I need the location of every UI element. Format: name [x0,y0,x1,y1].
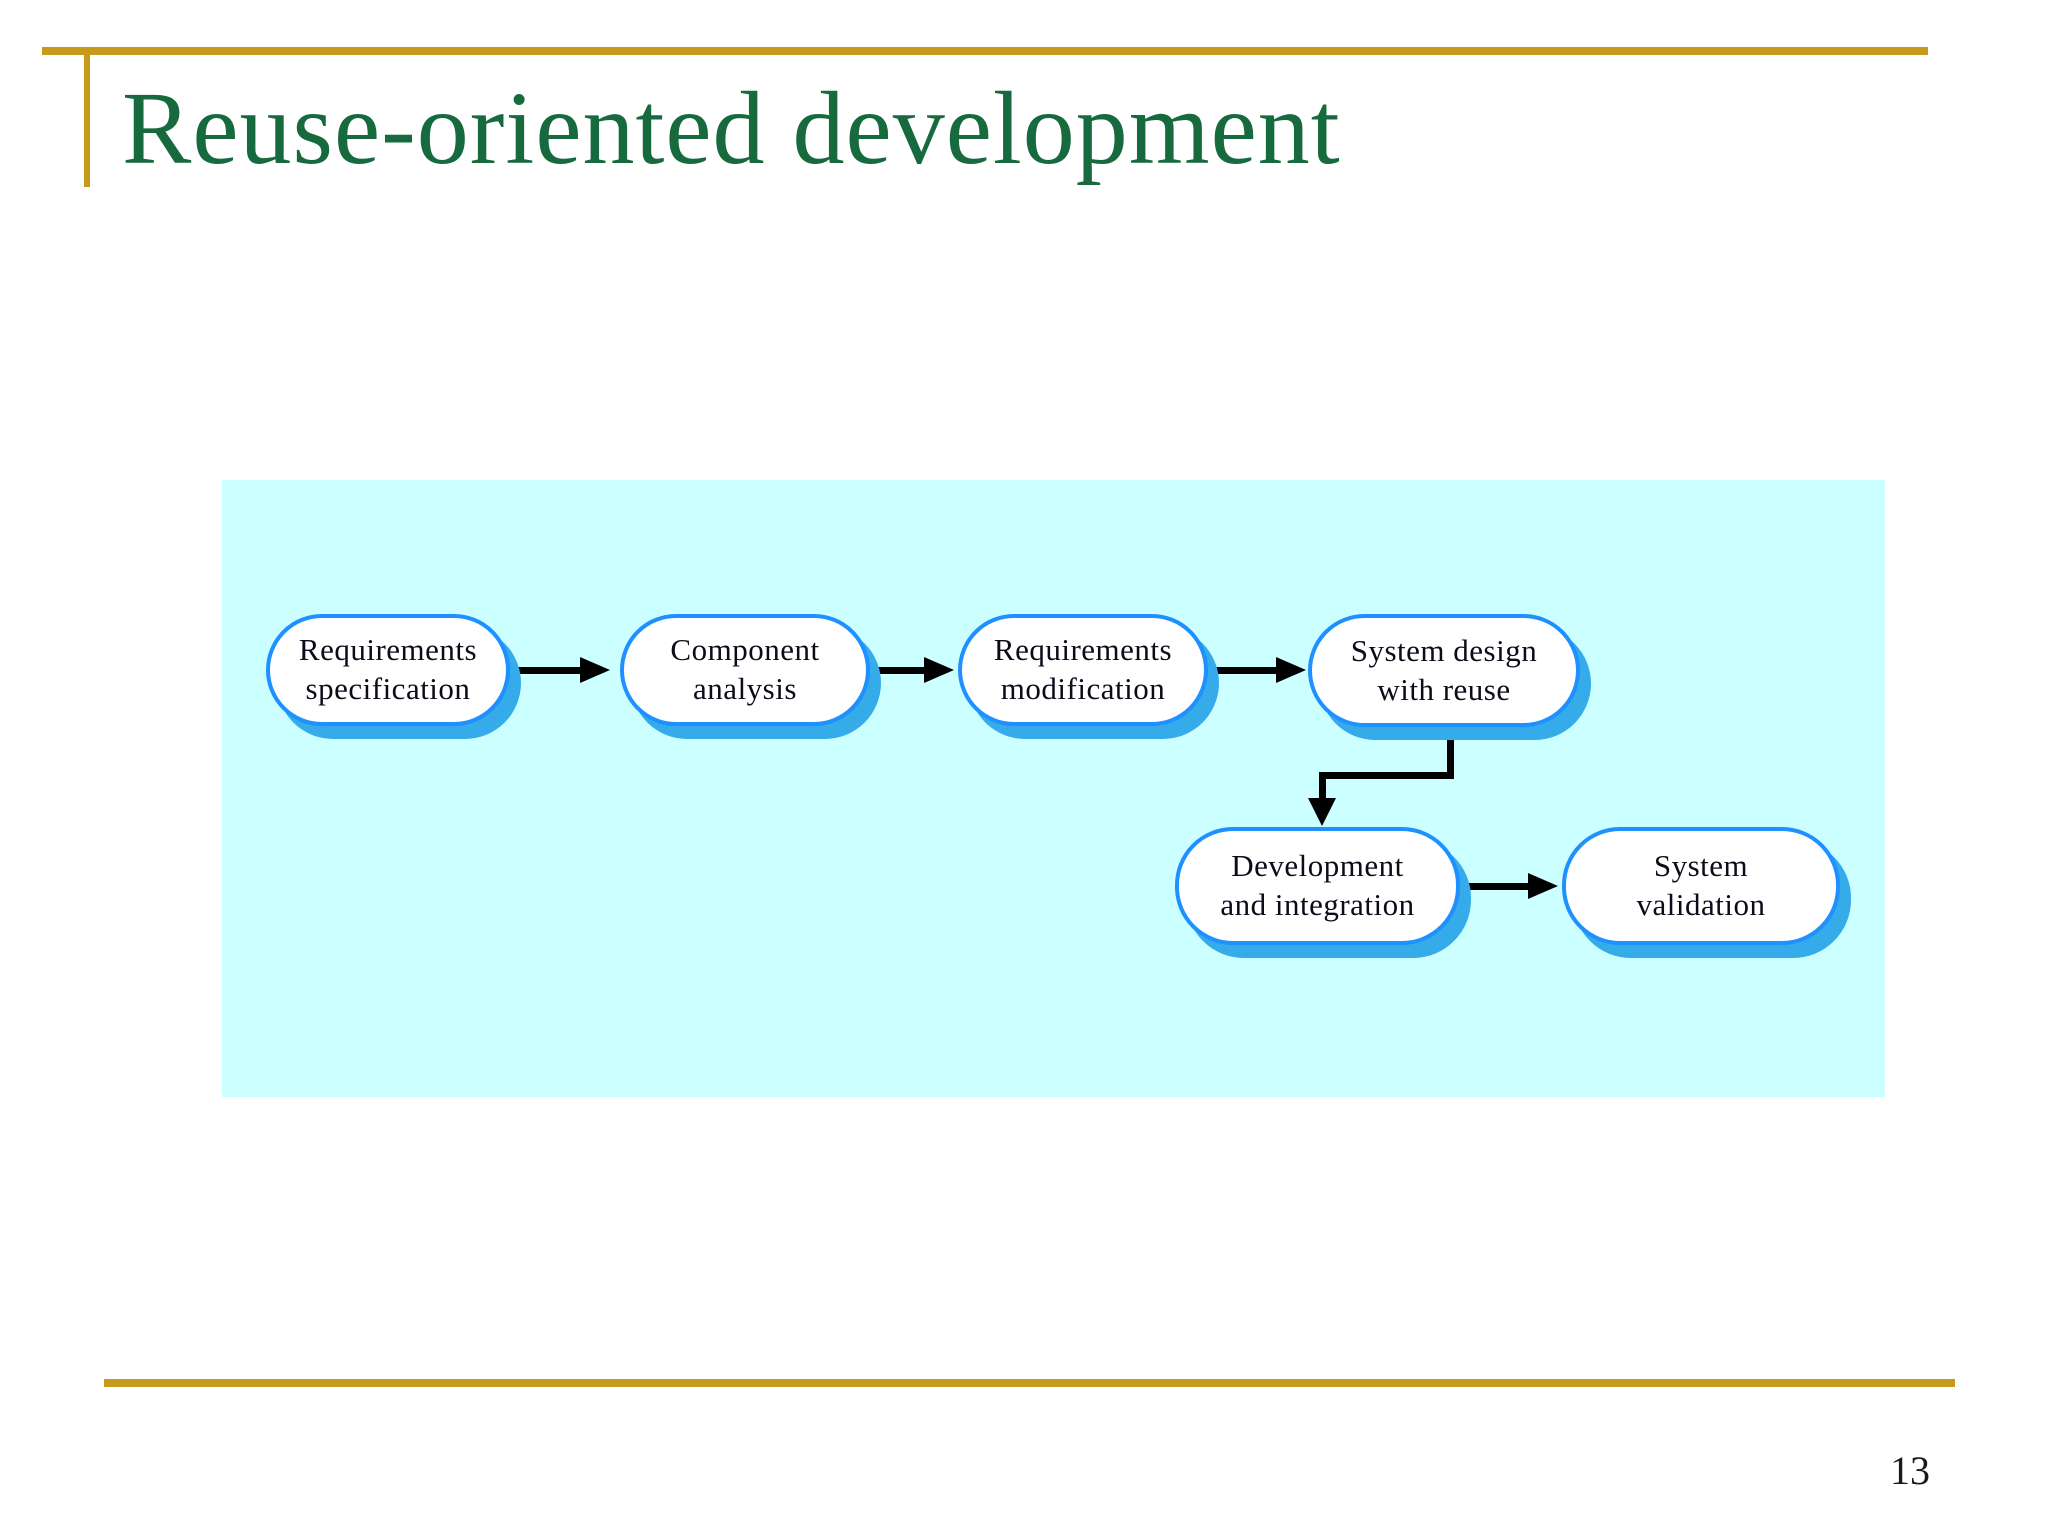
node-label: Requirements modification [993,632,1173,706]
node-label: System design with reuse [1350,632,1538,707]
node-label: System validation [1636,848,1766,922]
elbow-design-to-development-segment-left [1319,772,1454,779]
elbow-design-to-development-segment-down [1447,727,1454,779]
top-gold-rule [42,47,1928,55]
arrow-component-to-modification-head-icon [924,657,954,683]
arrow-component-to-modification-line [874,667,926,674]
arrow-modification-to-design-line [1212,667,1278,674]
arrow-development-to-validation-head-icon [1528,873,1558,899]
node-label: Requirements specification [298,632,478,706]
node-component-analysis: Component analysis [620,614,870,726]
node-label: Component analysis [670,632,820,706]
diagram-panel: Requirements specification Component ana… [222,480,1885,1097]
node-system-design-with-reuse: System design with reuse [1308,614,1580,727]
arrow-spec-to-component-head-icon [580,657,610,683]
node-requirements-specification: Requirements specification [266,614,510,726]
bottom-gold-rule [104,1379,1955,1387]
elbow-design-to-development-head-icon [1308,798,1336,826]
elbow-design-to-development-segment-drop [1319,772,1326,800]
arrow-development-to-validation-line [1464,883,1530,890]
node-system-validation: System validation [1562,827,1840,945]
arrow-modification-to-design-head-icon [1276,657,1306,683]
node-label: Development and integration [1220,848,1415,922]
node-requirements-modification: Requirements modification [958,614,1208,726]
page-title: Reuse-oriented development [122,71,1341,186]
node-development-and-integration: Development and integration [1175,827,1460,945]
arrow-spec-to-component-line [514,667,582,674]
page-number: 13 [1890,1448,1930,1493]
title-left-gold-bar [84,47,90,187]
